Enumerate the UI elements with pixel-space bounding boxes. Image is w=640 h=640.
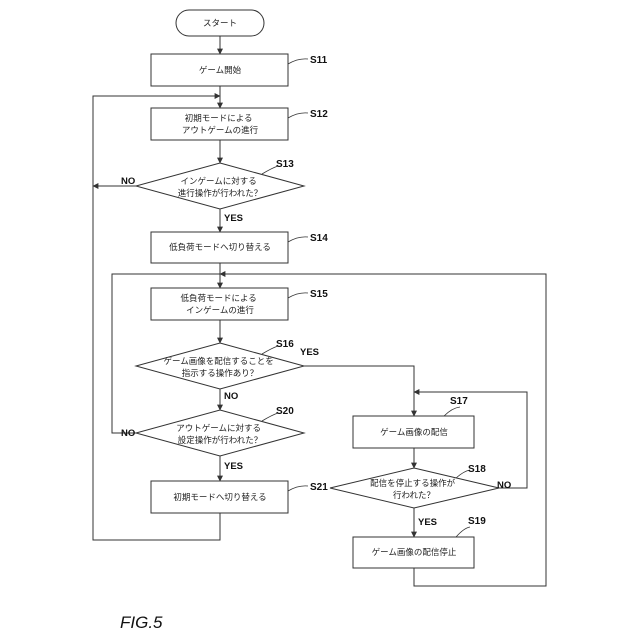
branch-s18-no: NO (497, 480, 511, 491)
branch-s13-no: NO (121, 176, 135, 187)
leader-s11 (288, 59, 308, 64)
leader-s15 (288, 293, 308, 298)
s20-label-line1: アウトゲームに対する (176, 423, 261, 434)
branch-s20-yes: YES (224, 461, 243, 472)
s11-label: ゲーム開始 (199, 65, 242, 76)
s13-label-line1: インゲームに対する (181, 176, 257, 187)
step-label-s17: S17 (450, 396, 468, 407)
s14-label: 低負荷モードへ切り替える (169, 242, 271, 253)
branch-s13-yes: YES (224, 213, 243, 224)
branch-s18-yes: YES (418, 517, 437, 528)
step-label-s18: S18 (468, 464, 486, 475)
figure-label: FIG.5 (120, 613, 163, 632)
step-label-s13: S13 (276, 159, 294, 170)
step-label-s11: S11 (310, 55, 328, 66)
s15-label-line1: 低負荷モードによる (181, 293, 257, 304)
arrow-s16-yes-s17 (304, 366, 414, 416)
leader-s17 (444, 407, 460, 416)
start-label: スタート (203, 19, 237, 29)
s17-label: ゲーム画像の配信 (380, 427, 448, 438)
s12-label-line1: 初期モードによる (185, 113, 253, 124)
s18-label-line1: 配信を停止する操作が (370, 478, 456, 489)
branch-s20-no: NO (121, 428, 135, 439)
leader-s12 (288, 113, 308, 118)
s18-label-line2: 行われた？ (393, 490, 435, 501)
s20-label-line2: 設定操作が行われた？ (178, 435, 263, 446)
branch-s16-yes: YES (300, 347, 319, 358)
step-label-s21: S21 (310, 482, 328, 493)
leader-s14 (288, 237, 308, 242)
s21-label: 初期モードへ切り替える (173, 492, 266, 503)
s16-label-line1: ゲーム画像を配信することを (164, 356, 274, 367)
s19-label: ゲーム画像の配信停止 (372, 547, 457, 558)
s16-label-line2: 指示する操作あり？ (182, 368, 259, 379)
step-label-s12: S12 (310, 109, 328, 120)
step-label-s20: S20 (276, 406, 294, 417)
leader-s21 (288, 486, 308, 491)
branch-s16-no: NO (224, 391, 238, 402)
leader-s19 (456, 527, 470, 537)
s13-label-line2: 進行操作が行われた？ (178, 188, 263, 199)
s12-label-line2: アウトゲームの進行 (182, 125, 259, 136)
s15-label-line2: インゲームの進行 (186, 305, 254, 316)
step-label-s16: S16 (276, 339, 294, 350)
step-label-s19: S19 (468, 516, 486, 527)
step-label-s14: S14 (310, 233, 328, 244)
step-label-s15: S15 (310, 289, 328, 300)
